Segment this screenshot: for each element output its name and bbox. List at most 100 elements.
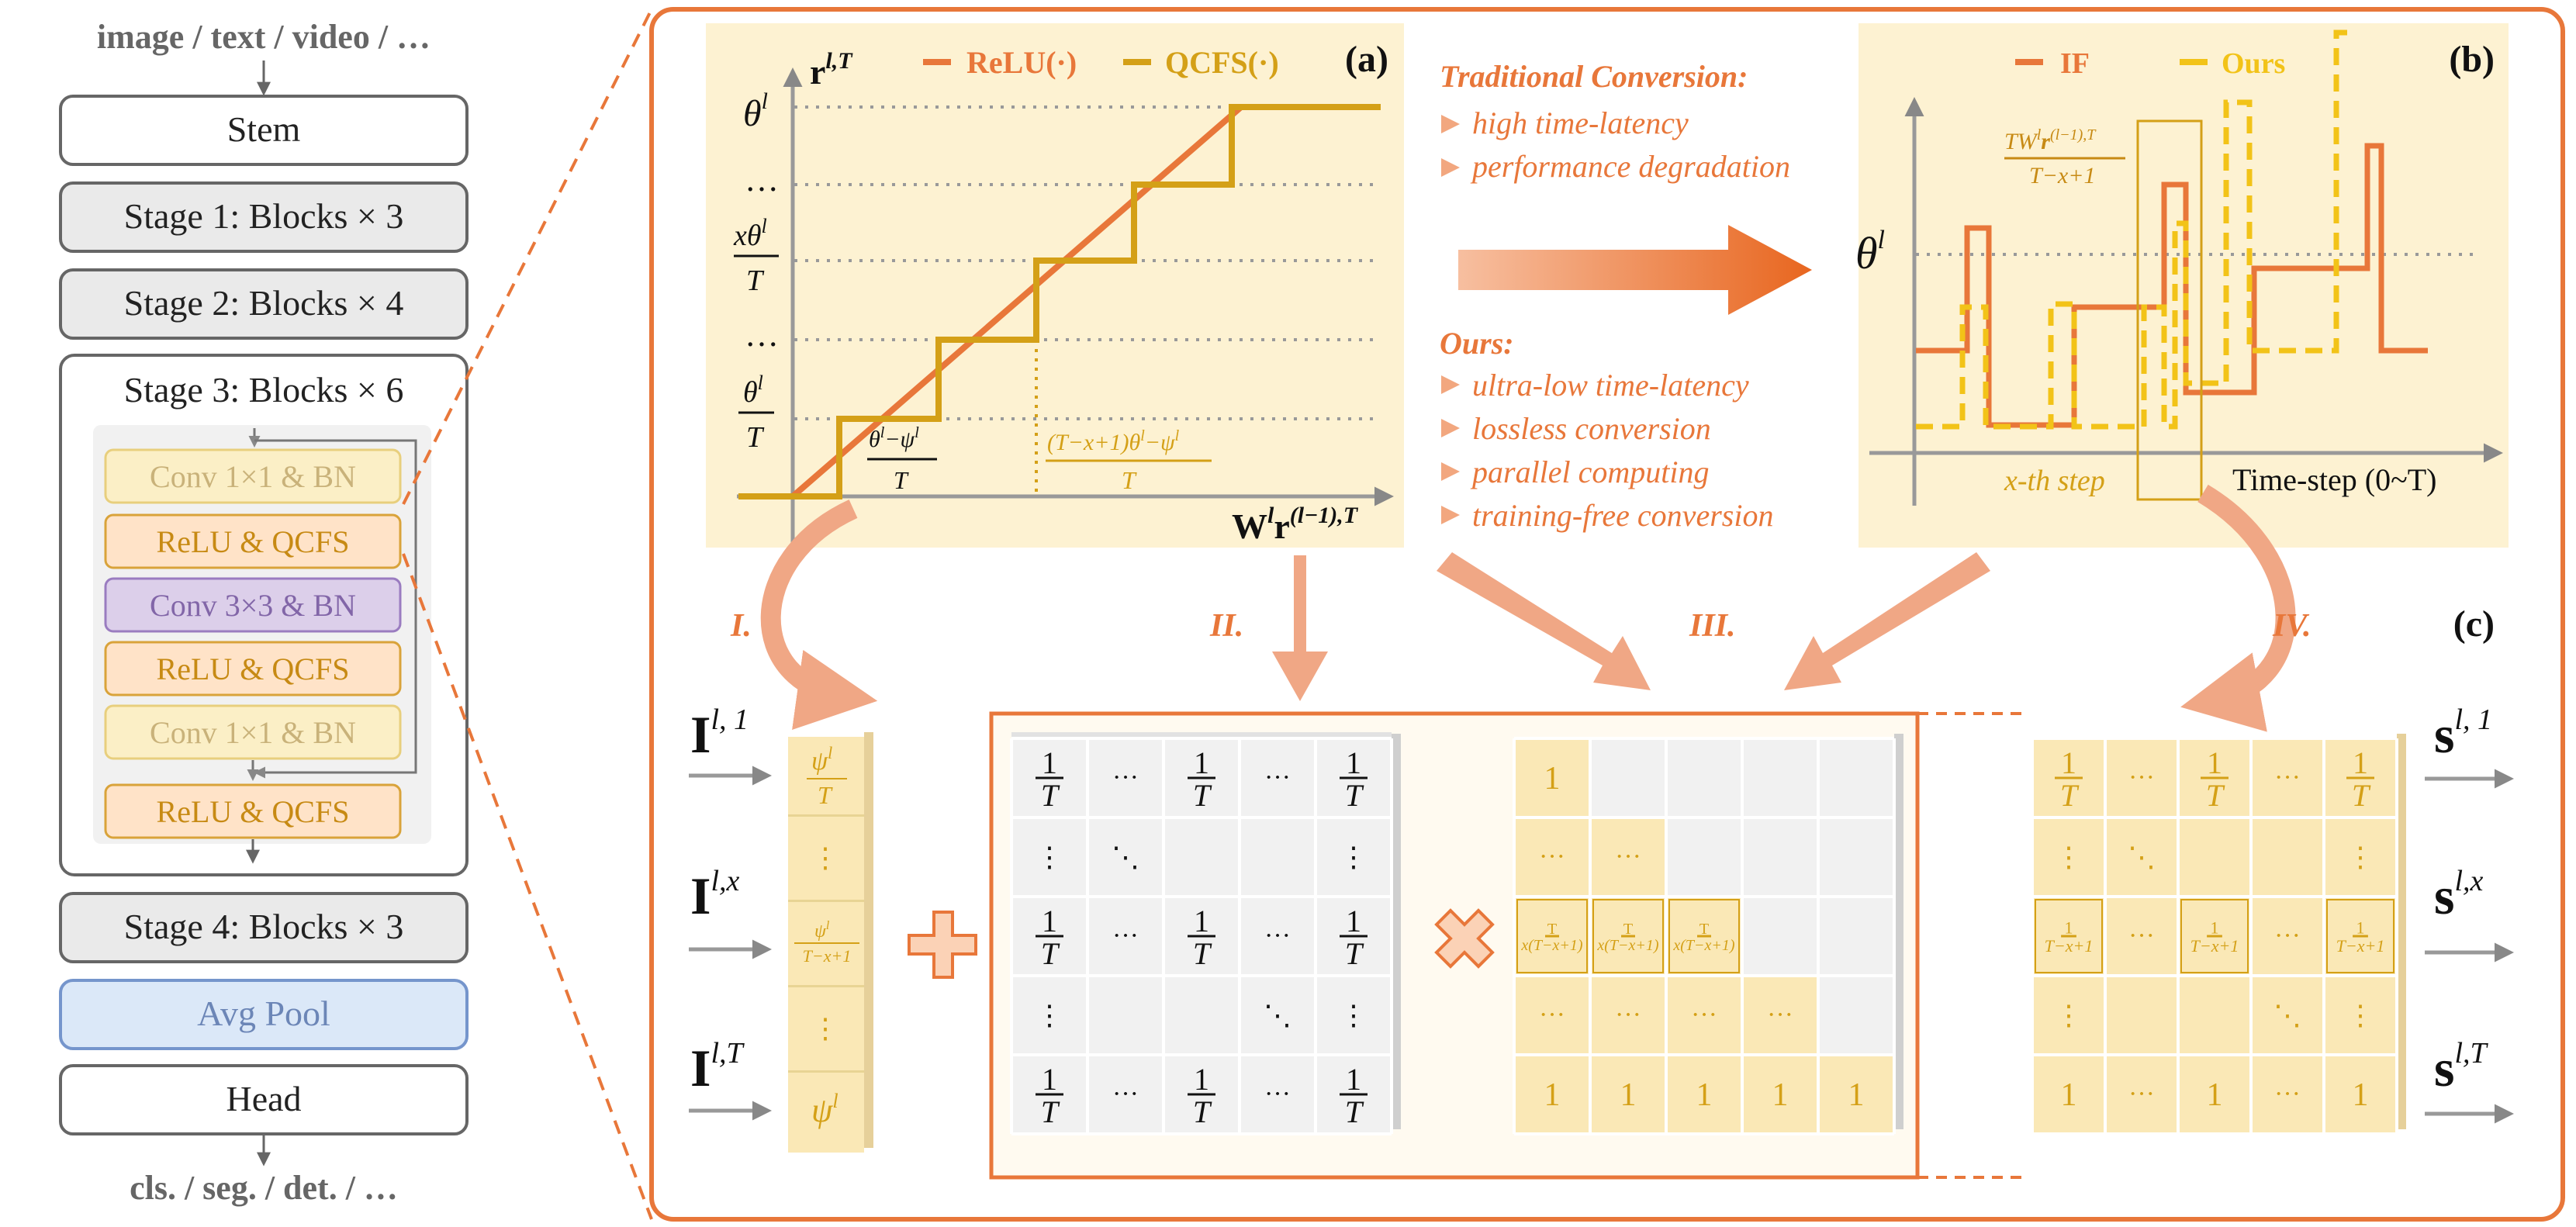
x-tick-2-num: (T−x+1)θl−ψl <box>1047 427 1180 455</box>
matrix-c-highlight <box>2326 899 2394 973</box>
matrix-b-one: 1 <box>1544 761 1561 797</box>
matrix-a-dots-v: ⋮ <box>1340 1000 1368 1031</box>
stage1-label: Stage 1: Blocks × 3 <box>124 196 404 236</box>
connecting-arrows: I. II. III. IV. (c) <box>730 484 2495 732</box>
matrix-b-highlight <box>1668 899 1740 973</box>
matrix-a-frac-den: T <box>1193 778 1212 813</box>
matrix-c-dots-v: ⋮ <box>2055 842 2083 873</box>
panel-b-theta: θl <box>1855 226 1885 278</box>
legend-relu: ReLU(·) <box>966 45 1077 80</box>
matrix-a-frac-num: 1 <box>1194 904 1209 938</box>
matrix-b-cell <box>1590 1055 1666 1134</box>
matrix-a-frac-den: T <box>1041 1094 1060 1129</box>
matrix-c-dots-h: ··· <box>2128 1080 2155 1108</box>
stage2-label: Stage 2: Blocks × 4 <box>124 283 404 323</box>
matrix-a-dots-h: ··· <box>1112 763 1139 792</box>
matrix-a-dots-d: ⋱ <box>1112 842 1139 873</box>
matrix-a-frac-den: T <box>1345 1094 1364 1129</box>
matrix-b-frac-den: x(T−x+1) <box>1596 937 1659 954</box>
matrix-b-frac-num: T <box>1547 921 1557 938</box>
ours-signal <box>1916 29 2350 430</box>
matrix-a-frac-num: 1 <box>1346 904 1361 938</box>
matrix-c-frac-mid-den: T−x+1 <box>2336 936 2385 956</box>
panel-b-tag: (b) <box>2449 39 2495 80</box>
matrix-a-top <box>1011 732 1392 738</box>
panel-b: (b) IF Ours θl TWlr(l−1),T T−x+1 x-th st… <box>1855 23 2509 548</box>
matrix-a-frac-den: T <box>1345 936 1364 971</box>
matrix-b-frac-den: x(T−x+1) <box>1672 937 1735 954</box>
arrow-III-right <box>1784 552 1990 690</box>
arrow-IV <box>2180 484 2296 732</box>
matrix-a-dots-h: ··· <box>1264 1080 1291 1108</box>
matrix-a-side <box>1392 734 1401 1129</box>
matrix-b-cell <box>1666 976 1742 1055</box>
block-item-5-label: ReLU & QCFS <box>157 794 350 829</box>
matrix-c-one: 1 <box>2353 1077 2369 1113</box>
legend-if: IF <box>2060 47 2090 80</box>
y-tick-xtheta-den: T <box>746 264 765 297</box>
panel-a-tag: (a) <box>1345 39 1388 80</box>
x-step-label: x-th step <box>2004 465 2105 497</box>
matrix-a-dots-h: ··· <box>1112 1080 1139 1108</box>
arrow-I <box>760 499 878 730</box>
qcfs-curve <box>738 104 1381 499</box>
head-box <box>59 1064 469 1135</box>
matrix-b-cell <box>1514 1055 1590 1134</box>
stem-box <box>59 95 469 166</box>
input-IT: Il,T <box>690 1037 745 1097</box>
y-tick-theta: θl <box>743 88 768 134</box>
input-Ix: Il,x <box>690 865 740 925</box>
matrix-b-one: 1 <box>1848 1077 1865 1113</box>
matrix-a-frac-num: 1 <box>1042 745 1057 780</box>
block-item-3-label: ReLU & QCFS <box>157 652 350 686</box>
lower-triangular-matrix: 1······Tx(T−x+1)Tx(T−x+1)Tx(T−x+1)······… <box>1513 734 1903 1135</box>
matrix-b-cell <box>1818 1055 1894 1134</box>
annotation-num: TWlr(l−1),T <box>2004 126 2097 154</box>
matrix-b-one: 1 <box>1772 1077 1789 1113</box>
input-I1: Il, 1 <box>690 703 749 764</box>
matrix-b-cell <box>1666 1055 1742 1134</box>
x-step-highlight <box>2136 119 2203 501</box>
backbone-column: image / text / video / … Stem Stage 1: B… <box>59 18 469 1207</box>
matrix-b-dots-h: ··· <box>1615 842 1641 871</box>
matrix-a-frac-den: T <box>1041 936 1060 971</box>
panel-c-tag: (c) <box>2453 603 2495 645</box>
psi-3: ⋮ <box>811 1013 839 1044</box>
stage1-box <box>59 181 469 253</box>
traditional-item-0: high time-latency <box>1472 105 1689 140</box>
y-tick-dots-1: … <box>745 161 779 199</box>
matrix-a-dots-d: ⋱ <box>1264 1000 1291 1031</box>
matrix-c-dots-d: ⋱ <box>2273 1000 2301 1031</box>
panel-a-y-label: rl,T <box>810 48 853 92</box>
matrix-c-dots-h: ··· <box>2274 921 2301 950</box>
matrix-c-dots-d: ⋱ <box>2128 842 2156 873</box>
roman-III: III. <box>1689 608 1736 644</box>
block-item-2 <box>104 577 402 633</box>
matrix-c-frac-mid-num: 1 <box>2211 918 2219 938</box>
middle-text: Traditional Conversion: high time-latenc… <box>1440 59 1812 533</box>
matrix-c-dots-h: ··· <box>2128 763 2155 792</box>
matrix-c-dots-h: ··· <box>2274 1080 2301 1108</box>
panel-a: (a) ReLU(·) QCFS(·) rl,T Wlr(l−1),T θl …… <box>706 23 1404 548</box>
ours-item-3: training-free conversion <box>1472 498 1773 533</box>
panel-c: Il, 1 Il,x Il,T ψl T ⋮ ψl T−x+1 ⋮ ψl <box>689 703 2514 1180</box>
output-sx: sl,x <box>2434 865 2484 925</box>
plus-icon <box>908 911 977 979</box>
ours-title: Ours: <box>1440 326 1514 361</box>
y-tick-theta-T-den: T <box>746 421 765 454</box>
annotation-den: T−x+1 <box>2029 163 2096 188</box>
head-label: Head <box>226 1079 301 1118</box>
ours-item-1: lossless conversion <box>1472 411 1711 446</box>
matrix-a-dots-v: ⋮ <box>1036 1000 1063 1031</box>
block-item-0 <box>104 448 402 504</box>
matrix-a-frac-num: 1 <box>1194 745 1209 780</box>
relu-curve <box>790 104 1243 499</box>
matrix-c-frac-num: 1 <box>2061 745 2076 780</box>
matrix-c-dots-h: ··· <box>2274 763 2301 792</box>
y-tick-theta-T-num: θl <box>743 372 763 409</box>
panel-b-x-label: Time-step (0~T) <box>2232 462 2436 497</box>
zoom-line-bottom <box>402 553 653 1220</box>
roman-IV: IV. <box>2272 608 2311 644</box>
panel-a-background <box>706 23 1404 548</box>
